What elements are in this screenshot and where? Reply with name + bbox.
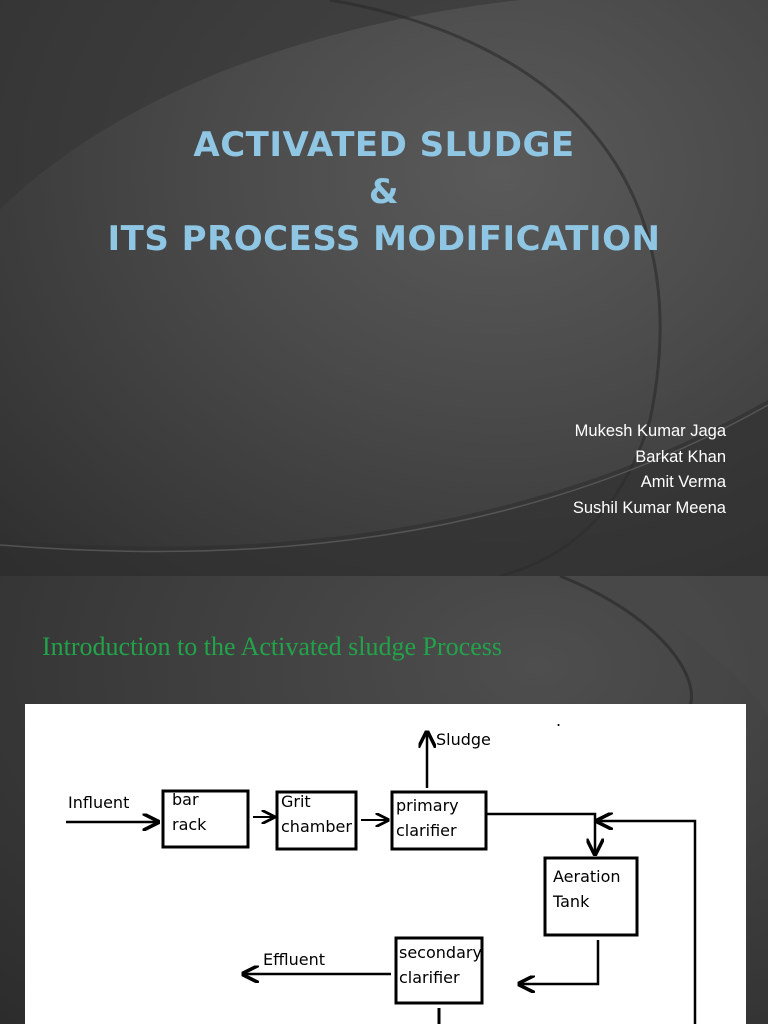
bar-rack-label-1: bar — [172, 790, 199, 809]
return-sludge-arrow — [597, 821, 697, 1024]
sludge-label: Sludge — [436, 730, 491, 749]
primary-to-aeration-arrow — [486, 812, 595, 854]
intro-slide: Introduction to the Activated sludge Pro… — [0, 576, 768, 1024]
author-name: Mukesh Kumar Jaga — [574, 422, 726, 440]
grit-chamber-label-1: Grit — [281, 792, 311, 811]
aeration-tank-box — [543, 856, 639, 937]
aeration-tank-label-1: Aeration — [553, 867, 621, 886]
author-name: Sushil Kumar Meena — [572, 498, 726, 517]
bar-rack-label-2: rack — [172, 815, 207, 834]
flow-diagram-svg: Influent bar rack Grit chamber primary c… — [66, 711, 697, 1024]
primary-clarifier-box — [390, 790, 488, 851]
background-swooshes — [559, 576, 768, 716]
effluent-label: Effluent — [263, 950, 325, 969]
grit-chamber-box — [275, 790, 358, 851]
stray-dot: . — [556, 711, 561, 730]
aeration-tank-label-2: Tank — [552, 892, 590, 911]
title-line-1: ACTIVATED SLUDGE — [193, 125, 575, 165]
influent-label: Influent — [68, 793, 129, 812]
author-name: Amit Verma — [640, 473, 726, 491]
process-flow-diagram: Influent bar rack Grit chamber primary c… — [25, 704, 746, 1024]
slide-heading: Introduction to the Activated sludge Pro… — [42, 632, 502, 661]
author-list: Mukesh Kumar Jaga Barkat Khan Amit Verma… — [573, 419, 726, 521]
primary-clarifier-label-2: clarifier — [396, 821, 457, 840]
primary-clarifier-label-1: primary — [396, 796, 459, 815]
secondary-clarifier-label-1: secondary — [399, 943, 482, 962]
aeration-to-secondary-arrow — [519, 940, 600, 984]
author-name: Barkat Khan — [635, 447, 726, 466]
title-slide: ACTIVATED SLUDGE & ITS PROCESS MODIFICAT… — [0, 0, 768, 576]
title-line-3: ITS PROCESS MODIFICATION — [107, 219, 661, 259]
slide-title: ACTIVATED SLUDGE & ITS PROCESS MODIFICAT… — [0, 122, 768, 263]
secondary-clarifier-label-2: clarifier — [399, 968, 460, 987]
background-swooshes — [0, 404, 768, 553]
title-line-2: & — [368, 172, 400, 212]
bar-rack-box — [161, 789, 250, 849]
grit-chamber-label-2: chamber — [281, 817, 352, 836]
secondary-clarifier-box — [394, 936, 484, 1005]
